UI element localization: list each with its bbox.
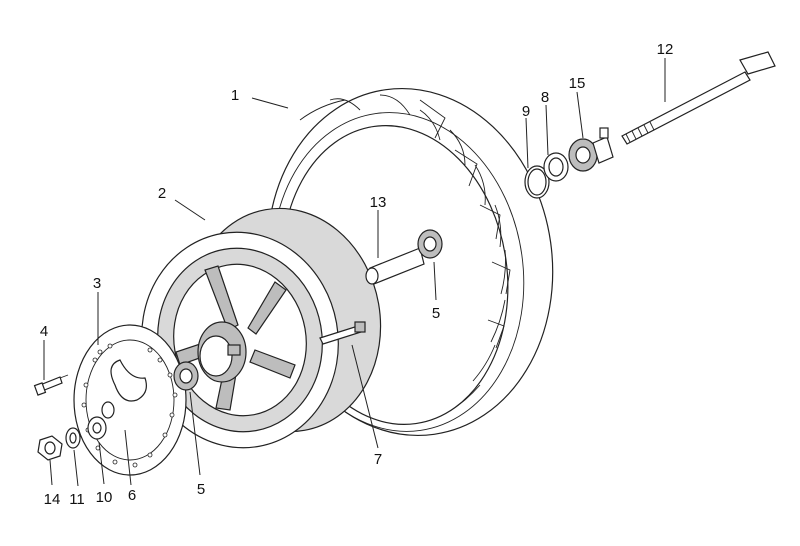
- callout-3: 3: [93, 275, 101, 292]
- leader-lines: [43, 58, 666, 487]
- bearing-right: [417, 229, 443, 259]
- bearing-left: [173, 361, 199, 391]
- callout-12: 12: [657, 41, 674, 58]
- ring-9: [524, 165, 550, 199]
- callout-9: 9: [522, 103, 530, 120]
- callout-2: 2: [158, 185, 166, 202]
- callout-11: 11: [69, 491, 85, 508]
- callout-7: 7: [374, 451, 382, 468]
- callout-10: 10: [96, 489, 113, 506]
- callout-13: 13: [370, 194, 387, 211]
- callout-14: 14: [44, 491, 61, 508]
- callout-labels: 1 2 3 4 5 5 6 7 8 9 10 11 12 13 14 15: [40, 41, 674, 508]
- callout-4: 4: [40, 323, 48, 340]
- callout-6: 6: [128, 487, 136, 504]
- brake-disc: [73, 324, 187, 476]
- wheel-rim: [141, 207, 382, 449]
- disc-bolt: [33, 374, 69, 396]
- hub-spacer: [365, 247, 425, 285]
- axle: [621, 51, 776, 145]
- callout-8: 8: [541, 89, 549, 106]
- axle-nut: [37, 435, 63, 461]
- callout-5-left: 5: [197, 481, 205, 498]
- callout-15: 15: [569, 75, 586, 92]
- callout-1: 1: [231, 87, 239, 104]
- valve: [319, 321, 366, 345]
- spacer: [87, 416, 107, 440]
- washer: [65, 427, 81, 449]
- speedo-drive: [568, 127, 614, 172]
- ring-8: [543, 152, 569, 182]
- callout-5-right: 5: [432, 305, 440, 322]
